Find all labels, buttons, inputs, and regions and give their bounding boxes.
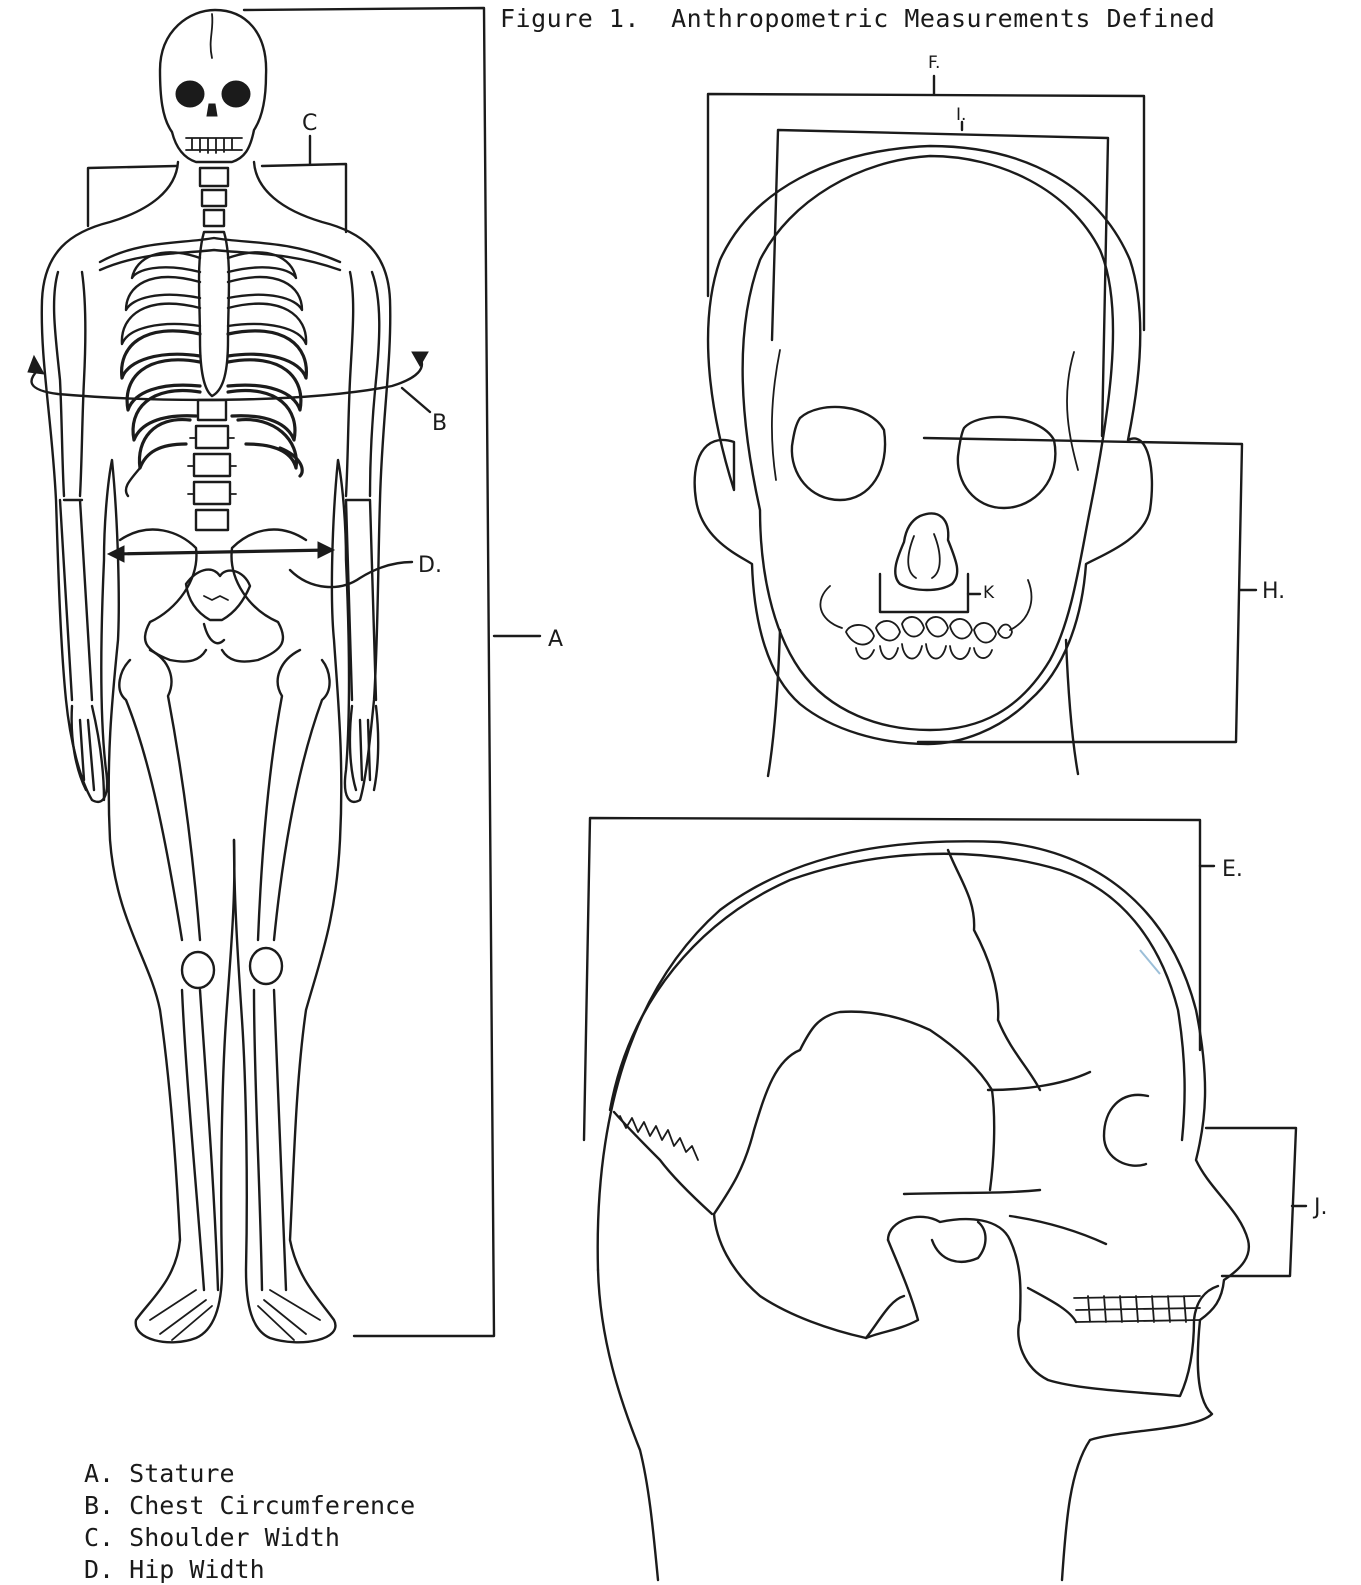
label-e: E. <box>1222 857 1243 882</box>
label-f: F. <box>928 53 940 73</box>
legend-item: D. Hip Width <box>84 1554 415 1585</box>
i-bracket <box>772 130 1108 436</box>
label-h: H. <box>1262 579 1285 604</box>
legend-letter: C. <box>84 1523 114 1552</box>
measurement-legend: A. Stature B. Chest Circumference C. Sho… <box>84 1458 415 1585</box>
e-bracket <box>584 818 1200 1140</box>
legend-letter: D. <box>84 1555 114 1584</box>
legend-text: Shoulder Width <box>129 1523 340 1552</box>
right-orbit <box>958 417 1056 508</box>
legend-letter: B. <box>84 1491 114 1520</box>
legend-text: Stature <box>129 1459 234 1488</box>
label-c: C <box>302 111 317 136</box>
side-skull-illustration: E. J. <box>584 818 1327 1580</box>
legend-letter: A. <box>84 1459 114 1488</box>
j-bracket <box>1206 1128 1296 1276</box>
shoulder-width-bracket <box>88 164 346 232</box>
legend-item: C. Shoulder Width <box>84 1522 415 1554</box>
left-orbit <box>792 407 885 500</box>
h-bracket <box>918 438 1242 742</box>
label-a: A <box>548 627 563 652</box>
legend-item: A. Stature <box>84 1458 415 1490</box>
legend-text: Hip Width <box>129 1555 264 1584</box>
skeleton-illustration: A B C D. <box>28 8 563 1342</box>
legend-item: B. Chest Circumference <box>84 1490 415 1522</box>
label-i: I. <box>956 105 966 125</box>
label-k: K <box>983 583 995 603</box>
hip-width-arrow <box>112 550 330 554</box>
label-d: D. <box>418 553 442 578</box>
stature-bracket <box>244 8 494 1336</box>
label-b: B <box>432 411 447 436</box>
front-skull-illustration: F. I. H. K <box>695 53 1286 776</box>
legend-text: Chest Circumference <box>129 1491 415 1520</box>
label-j: J. <box>1312 1195 1327 1220</box>
